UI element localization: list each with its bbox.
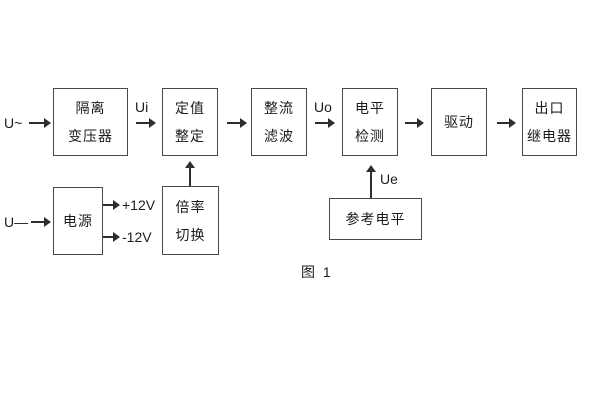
- rail-neg-label: -12V: [122, 229, 152, 245]
- arrow-setting-to-rectifier: [227, 118, 247, 128]
- block-rectifier-filter: 整流 滤波: [251, 88, 307, 156]
- input-dc-label: U—: [4, 214, 29, 230]
- block-output-relay: 出口 继电器: [522, 88, 577, 156]
- arrow-ac-input: [29, 118, 51, 128]
- block-driver: 驱动: [431, 88, 487, 156]
- input-ac-label: U~: [4, 115, 23, 131]
- arrow-dc-input: [31, 217, 51, 227]
- arrow-driver-to-relay: [497, 118, 516, 128]
- arrow-transformer-to-setting: [136, 118, 156, 128]
- block-power-supply: 电源: [53, 187, 103, 255]
- figure-caption: 图 1: [301, 264, 333, 280]
- block-label: 定值: [175, 100, 205, 116]
- block-label: 驱动: [444, 114, 474, 130]
- block-label: 继电器: [527, 128, 572, 144]
- block-label: 变压器: [68, 128, 113, 144]
- block-label: 倍率: [175, 198, 206, 215]
- arrow-rail-pos: [103, 200, 120, 210]
- block-label: 出口: [534, 100, 565, 116]
- arrow-detector-to-driver: [405, 118, 424, 128]
- arrow-reference-to-detector: [366, 165, 376, 198]
- block-label: 电平: [355, 100, 385, 116]
- block-level-detector: 电平 检测: [342, 88, 398, 156]
- block-label: 隔离: [75, 100, 106, 116]
- block-label: 电源: [63, 213, 93, 229]
- arrow-rectifier-to-detector: [315, 118, 335, 128]
- block-multiplier-switch: 倍率 切换: [162, 186, 219, 255]
- block-isolation-transformer: 隔离 变压器: [53, 88, 128, 156]
- block-label: 切换: [175, 226, 206, 243]
- signal-ue-label: Ue: [380, 171, 398, 187]
- arrow-multiplier-to-setting: [185, 161, 195, 186]
- signal-uo-label: Uo: [314, 99, 332, 115]
- block-label: 滤波: [264, 128, 294, 144]
- rail-pos-label: +12V: [122, 197, 156, 213]
- block-value-setting: 定值 整定: [162, 88, 218, 156]
- block-reference-level: 参考电平: [329, 198, 422, 240]
- block-label: 整流: [264, 100, 294, 116]
- block-label: 整定: [175, 128, 205, 144]
- block-label: 参考电平: [345, 211, 406, 227]
- signal-ui-label: Ui: [135, 99, 149, 115]
- block-label: 检测: [355, 128, 385, 144]
- arrow-rail-neg: [103, 232, 120, 242]
